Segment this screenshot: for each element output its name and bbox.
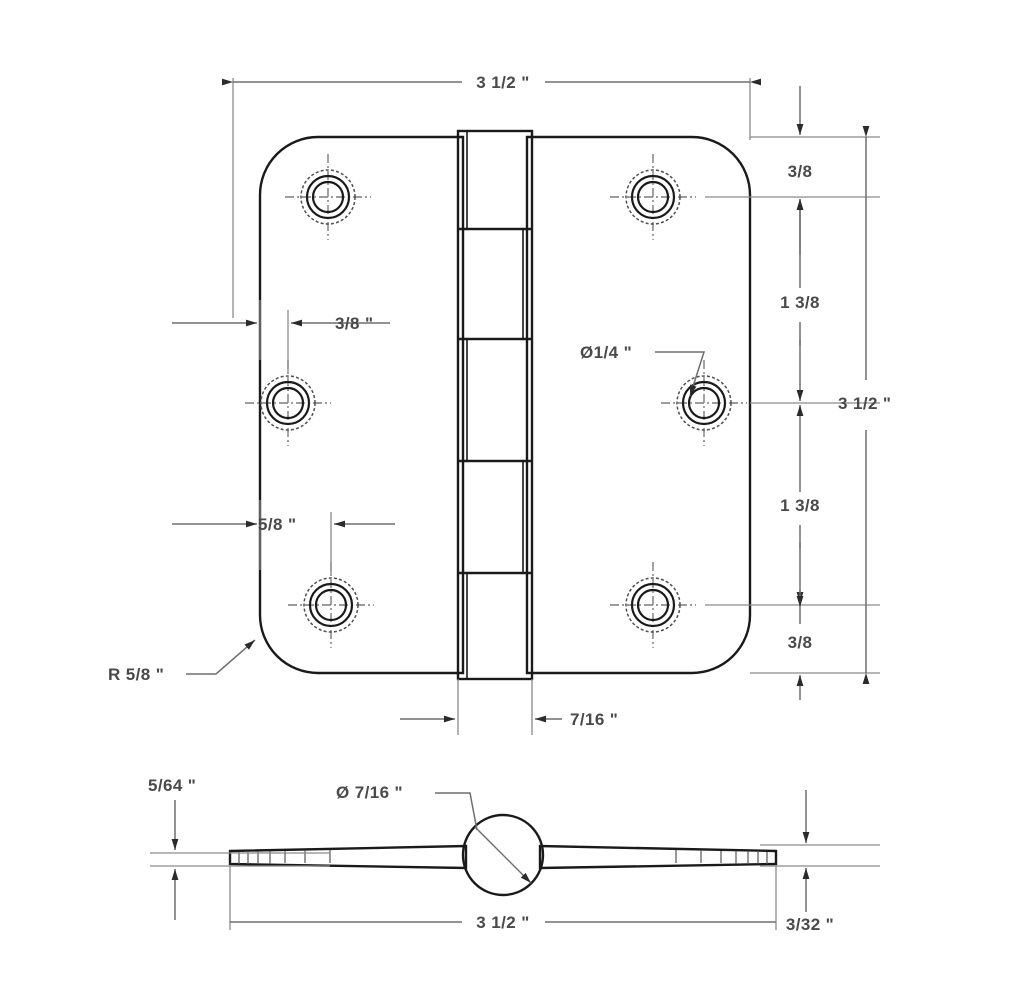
dim-hole-diameter-label: Ø1/4 " — [580, 343, 632, 362]
dim-knuckle-width-label: 7/16 " — [570, 710, 618, 729]
dim-left-5-8-label: 5/8 " — [258, 515, 296, 534]
dim-left-3-8-label: 3/8 " — [335, 314, 373, 333]
side-knuckle-circle — [461, 813, 545, 897]
dim-leaf-thickness-label: 5/64 " — [148, 776, 196, 795]
dim-corner-radius-group: R 5/8 " — [108, 639, 256, 684]
screw-hole-middle-left — [245, 360, 331, 446]
dim-right-top-3-8-label: 3/8 — [788, 162, 813, 181]
dim-knuckle-diameter-group: Ø 7/16 " — [336, 783, 478, 831]
side-knuckle-diameter-arrow — [474, 826, 532, 884]
side-left-leaf-hatching — [238, 850, 331, 864]
dim-top-width-group: 3 1/2 " — [222, 73, 761, 318]
dim-left-3-8-group: 3/8 " — [172, 300, 390, 372]
left-leaf-outline — [258, 135, 465, 675]
dim-top-width-label: 3 1/2 " — [476, 73, 529, 92]
right-leaf-outline — [525, 135, 752, 675]
dim-left-5-8-group: 5/8 " — [172, 500, 395, 575]
screw-hole-middle-right — [661, 360, 747, 446]
dim-right-bottom-3-8-label: 3/8 — [788, 633, 813, 652]
dim-hole-diameter-group: Ø1/4 " — [580, 343, 706, 397]
dim-side-width-label: 3 1/2 " — [476, 913, 529, 932]
dim-side-gap-group: 3/32 " — [760, 790, 880, 934]
screw-hole-top-left — [285, 154, 371, 240]
side-left-leaf — [228, 844, 468, 870]
dim-leaf-thickness-group: 5/64 " — [148, 776, 330, 920]
front-view: 3 1/2 " 3/8 1 3/8 1 3/8 — [108, 73, 891, 735]
dim-knuckle-width-group: 7/16 " — [400, 679, 618, 735]
dim-side-width-group: 3 1/2 " — [229, 866, 777, 932]
dim-right-lower-1-3-8-label: 1 3/8 — [780, 496, 820, 515]
screw-hole-bottom-left — [288, 562, 374, 648]
dim-knuckle-diameter-label: Ø 7/16 " — [336, 783, 403, 802]
dim-right-chain: 3/8 1 3/8 1 3/8 3/8 3 1/2 " — [705, 86, 891, 700]
dim-corner-radius-label: R 5/8 " — [108, 665, 164, 684]
dim-right-overall-height-label: 3 1/2 " — [838, 394, 891, 413]
screw-hole-bottom-right — [610, 562, 696, 648]
knuckle-segments — [458, 131, 532, 679]
side-right-leaf — [538, 844, 778, 870]
dim-right-upper-1-3-8-label: 1 3/8 — [780, 293, 820, 312]
screw-hole-top-right — [610, 154, 696, 240]
side-view: 5/64 " Ø 7/16 " 3 1/2 " 3/32 " — [148, 776, 880, 934]
knuckle-barrel-outline — [456, 129, 534, 681]
side-right-leaf-hatching — [675, 850, 768, 864]
dim-side-gap-label: 3/32 " — [786, 915, 834, 934]
